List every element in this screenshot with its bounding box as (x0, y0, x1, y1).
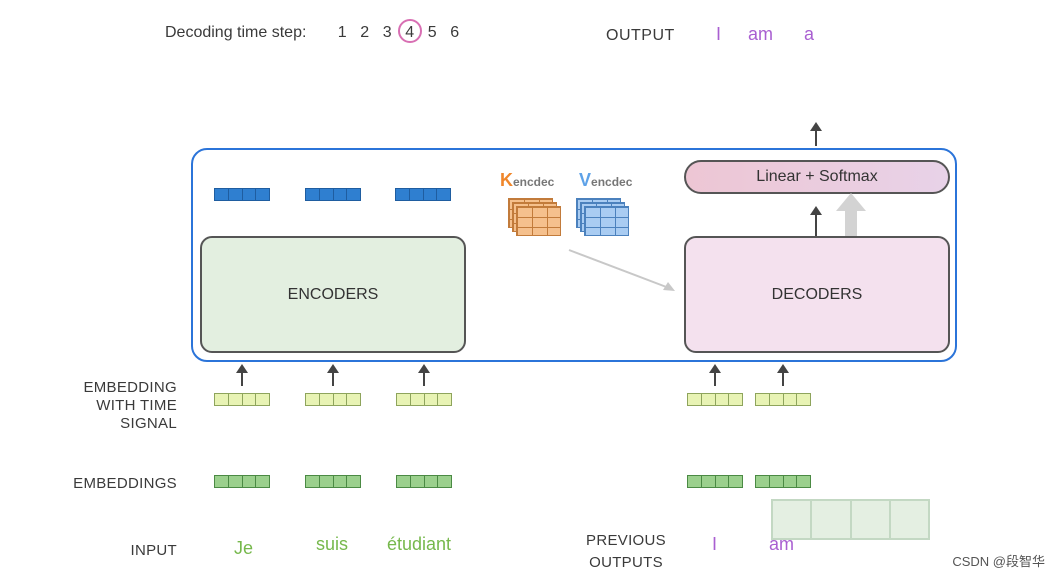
dec-embedding-vector-1 (687, 475, 743, 488)
output-label: OUTPUT (606, 27, 675, 44)
time-embedding-vector-3 (396, 393, 452, 406)
time-embedding-vector-2 (305, 393, 361, 406)
timestep-5: 5 (427, 24, 437, 41)
encoders-block: ENCODERS (200, 236, 466, 353)
input-word-2: suis (316, 534, 349, 554)
timestep-4-active: 4 (397, 19, 421, 43)
previous-output-word-1: I (712, 534, 718, 554)
output-word-1: I (716, 24, 722, 44)
timestep-2: 2 (360, 24, 370, 41)
timestep-label: Decoding time step: (165, 24, 307, 41)
embedding-vector-1 (214, 475, 270, 488)
k-matrix-stack (508, 198, 568, 243)
output-word-3: a (804, 24, 815, 44)
embeddings-label: EMBEDDINGS (73, 475, 177, 492)
time-embedding-vector-1 (214, 393, 270, 406)
embedding-vector-3 (396, 475, 452, 488)
input-label: INPUT (130, 542, 177, 559)
dec-embedding-vector-2 (755, 475, 811, 488)
linear-softmax-label: Linear + Softmax (756, 168, 878, 185)
dec-input-arrow-1 (709, 364, 721, 386)
input-word-3: étudiant (387, 534, 452, 554)
ghost-embedding-vector (771, 499, 930, 540)
input-word-1: Je (234, 538, 254, 558)
encoder-output-vector-1 (214, 188, 270, 201)
kv-to-decoder-arrow (568, 249, 675, 291)
v-matrix-stack (576, 198, 636, 243)
enc-input-arrow-2 (327, 364, 339, 386)
timestep-1: 1 (337, 24, 347, 41)
decoder-to-linear-ghost-arrow (836, 193, 866, 236)
output-word-2: am (748, 24, 774, 44)
watermark: CSDN @段智华 (952, 554, 1045, 569)
v-encdec-label: Vencdec (579, 170, 633, 190)
k-encdec-label: Kencdec (500, 170, 555, 190)
decoders-label: DECODERS (771, 285, 863, 303)
decoder-to-linear-arrow (810, 206, 822, 236)
embedding-vector-2 (305, 475, 361, 488)
dec-input-arrow-2 (777, 364, 789, 386)
dec-time-embedding-vector-2 (755, 393, 811, 406)
decoders-block: DECODERS (684, 236, 950, 353)
timestep-list: 1 2 3 4 5 6 (331, 19, 466, 43)
dec-time-embedding-vector-1 (687, 393, 743, 406)
transformer-frame (191, 148, 957, 362)
enc-input-arrow-1 (236, 364, 248, 386)
timestep-3: 3 (382, 24, 392, 41)
encoders-label: ENCODERS (287, 285, 379, 303)
previous-output-word-2: am (769, 534, 795, 554)
linear-softmax-block: Linear + Softmax (684, 160, 950, 194)
enc-input-arrow-3 (418, 364, 430, 386)
encoder-output-vector-3 (395, 188, 451, 201)
encoder-output-vector-2 (305, 188, 361, 201)
timestep-6: 6 (450, 24, 460, 41)
embedding-time-signal-label: EMBEDDING WITH TIME SIGNAL (83, 379, 177, 432)
output-arrow (810, 122, 822, 146)
previous-outputs-label: PREVIOUS OUTPUTS (586, 532, 666, 571)
